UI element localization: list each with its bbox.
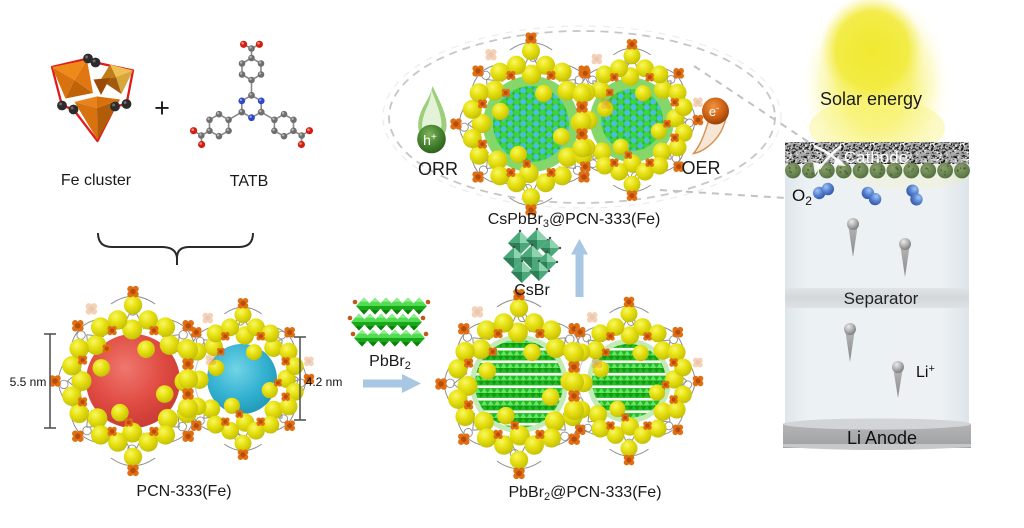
svg-text:TATB: TATB (230, 173, 269, 190)
svg-text:5.5 nm: 5.5 nm (10, 375, 47, 389)
svg-text:Li Anode: Li Anode (847, 428, 917, 448)
svg-text:e-: e- (709, 103, 719, 119)
svg-text:PbBr2@PCN-333(Fe): PbBr2@PCN-333(Fe) (508, 484, 661, 503)
svg-text:Fe cluster: Fe cluster (61, 172, 132, 189)
svg-text:Separator: Separator (844, 289, 919, 308)
svg-text:ORR: ORR (418, 159, 458, 179)
svg-text:CsPbBr3@PCN-333(Fe): CsPbBr3@PCN-333(Fe) (488, 211, 661, 230)
svg-text:Cathode: Cathode (844, 148, 908, 167)
svg-text:OER: OER (681, 158, 720, 178)
svg-text:PCN-333(Fe): PCN-333(Fe) (136, 483, 231, 500)
svg-text:4.2 nm: 4.2 nm (306, 375, 343, 389)
svg-text:CsBr: CsBr (514, 282, 550, 299)
svg-text:PbBr2: PbBr2 (369, 353, 411, 372)
svg-text:Solar energy: Solar energy (820, 89, 922, 109)
svg-text:+: + (154, 93, 170, 123)
